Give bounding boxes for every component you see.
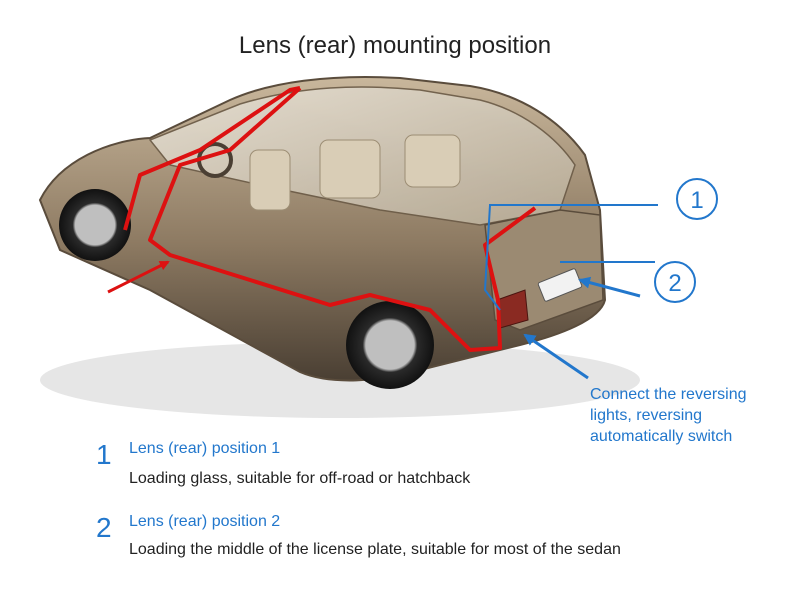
- callout-arrow-switch: [523, 333, 589, 380]
- middle-seat: [319, 139, 381, 199]
- marker-2-label: 2: [668, 270, 681, 297]
- callout-arrow-2: [578, 276, 641, 298]
- marker-1-label: 1: [690, 187, 703, 214]
- front-seat: [249, 149, 291, 211]
- position-2-number: 2: [96, 512, 112, 543]
- position-1-number: 1: [96, 439, 112, 470]
- page-title: Lens (rear) mounting position: [238, 32, 552, 59]
- position-2-description: Loading the middle of the license plate,…: [129, 541, 621, 558]
- position-1-description: Loading glass, suitable for off-road or …: [129, 470, 471, 487]
- wiring-route: [123, 86, 537, 352]
- callout-line-1-text: Connect the reversing: [590, 386, 747, 403]
- front-wheel: [59, 189, 131, 261]
- red-arrow: [107, 260, 170, 294]
- callout-line-1: [483, 204, 658, 311]
- marker-2-circle: [654, 261, 696, 303]
- rear-wheel: [346, 301, 434, 389]
- rear-seat: [404, 134, 461, 188]
- callout-line-3-text: automatically switch: [590, 428, 733, 445]
- marker-1-circle: [676, 178, 718, 220]
- callout-text: Connect the reversing lights, reversing …: [590, 384, 780, 447]
- position-1-title: Lens (rear) position 1: [129, 440, 281, 457]
- callout-line-2-text: lights, reversing: [590, 407, 703, 424]
- position-2-title: Lens (rear) position 2: [129, 513, 281, 530]
